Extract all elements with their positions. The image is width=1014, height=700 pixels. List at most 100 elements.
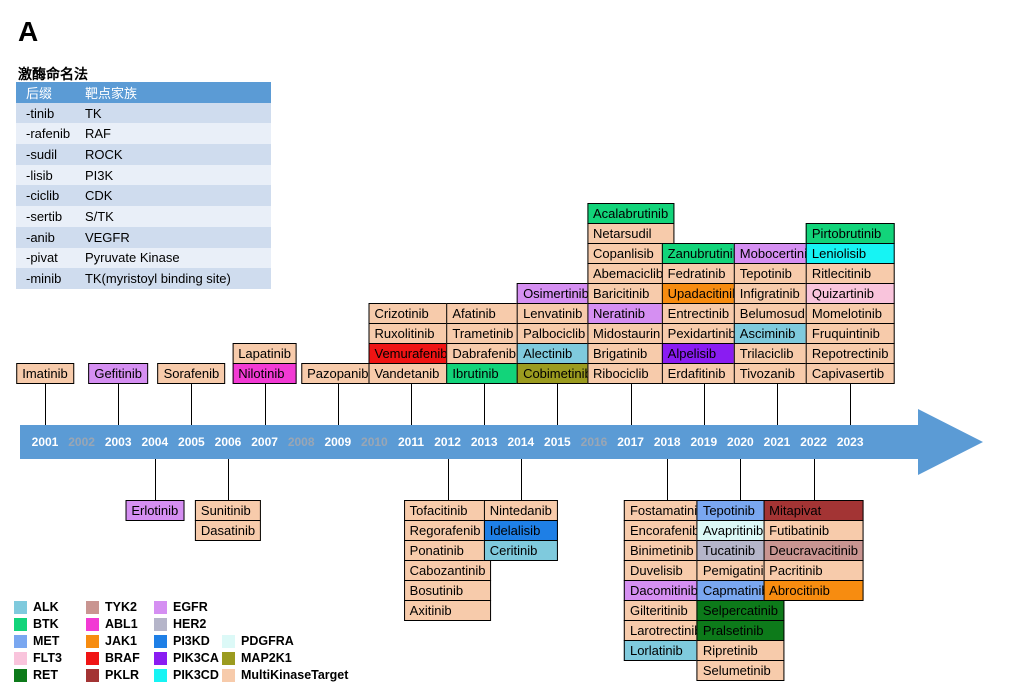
legend-swatch [86, 600, 99, 614]
drug-box: Lenvatinib [517, 303, 598, 324]
year-label: 2016 [580, 435, 608, 449]
drug-box: Tepotinib [696, 500, 784, 521]
header-suffix: 后缀 [16, 82, 85, 103]
drug-box: Idelalisib [483, 520, 558, 541]
drug-box: Mitapivat [763, 500, 865, 521]
legend-swatch [222, 668, 235, 682]
year-label: 2015 [544, 435, 571, 449]
drug-box: Crizotinib [368, 303, 454, 324]
legend-item: MET [14, 634, 59, 648]
connector-line [557, 384, 559, 425]
naming-table-title: 激酶命名法 [18, 67, 88, 83]
year-label: 2007 [251, 435, 278, 449]
drug-box: Ibrutinib [446, 363, 522, 384]
drug-box: Axitinib [403, 600, 492, 621]
legend-label: BTK [33, 617, 59, 631]
approval-stack-2001: Imatinib [16, 363, 74, 384]
drug-box: Selumetinib [696, 660, 784, 681]
drug-box: Ripretinib [696, 640, 784, 661]
legend-item: PI3KD [154, 634, 210, 648]
legend-label: PI3KD [173, 634, 210, 648]
year-label: 2013 [470, 435, 498, 449]
connector-line [703, 384, 705, 425]
legend-item: EGFR [154, 600, 208, 614]
legend-item: RET [14, 668, 58, 682]
drug-box: Acalabrutinib [587, 203, 675, 224]
naming-suffix-cell: -tinib [16, 102, 85, 124]
naming-target-family-cell: ROCK [84, 144, 271, 165]
legend-item: MultiKinaseTarget [222, 668, 348, 682]
legend-item: PDGFRA [222, 634, 294, 648]
drug-box: Osimertinib [517, 283, 598, 304]
legend-label: EGFR [173, 600, 208, 614]
drug-box: Imatinib [16, 363, 74, 384]
drug-box: Fostamatinib [623, 500, 711, 521]
legend-swatch [154, 668, 167, 682]
legend-swatch [14, 651, 27, 665]
drug-box: Selpercatinib [696, 600, 784, 621]
drug-box: Deucravacitinib [763, 540, 865, 561]
legend-label: ABL1 [105, 617, 138, 631]
drug-box: Nilotinib [232, 363, 297, 384]
drug-box: Futibatinib [763, 520, 865, 541]
drug-box: Mobocertinib [733, 243, 821, 264]
legend-label: BRAF [105, 651, 140, 665]
year-label: 2019 [690, 435, 718, 449]
year-label: 2002 [68, 435, 95, 449]
legend-label: RET [33, 668, 58, 682]
connector-line [118, 384, 120, 425]
drug-box: Sunitinib [194, 500, 262, 521]
header-target-family: 靶点家族 [84, 82, 271, 103]
year-label: 2009 [324, 435, 352, 449]
drug-box: Dacomitinib [623, 580, 711, 601]
drug-box: Upadacitinib [661, 283, 746, 304]
drug-box: Cabozantinib [403, 560, 492, 581]
legend-swatch [14, 600, 27, 614]
year-label: 2014 [507, 435, 535, 449]
year-label: 2004 [141, 435, 169, 449]
naming-target-family-cell: S/TK [84, 206, 271, 227]
legend-item: PKLR [86, 668, 139, 682]
legend-label: PKLR [105, 668, 140, 682]
drug-box: Palbociclib [517, 323, 598, 344]
legend-swatch [86, 668, 99, 682]
drug-box: Avapritinib [696, 520, 784, 541]
drug-box: Alectinib [517, 343, 598, 364]
legend-swatch [154, 600, 167, 614]
drug-box: Larotrectinib [623, 620, 711, 641]
connector-line [850, 384, 852, 425]
drug-box: Regorafenib [403, 520, 492, 541]
drug-box: Pirtobrutinib [805, 223, 895, 244]
drug-box: Abrocitinib [763, 580, 865, 601]
drug-box: Encorafenib [623, 520, 711, 541]
legend-item: ABL1 [86, 617, 138, 631]
drug-box: Ribociclib [587, 363, 675, 384]
drug-box: Gefitinib [88, 363, 149, 384]
drug-box: Fruquintinib [805, 323, 895, 344]
legend-label: PIK3CA [173, 651, 219, 665]
drug-box: Pralsetinib [696, 620, 784, 641]
drug-box: Pemigatinib [696, 560, 784, 581]
naming-suffix-cell: -lisib [16, 164, 85, 186]
naming-target-family-cell: VEGFR [84, 226, 271, 248]
legend-swatch [14, 668, 27, 682]
drug-box: Midostaurin [587, 323, 675, 344]
drug-box: Nintedanib [483, 500, 558, 521]
legend-item: MAP2K1 [222, 651, 292, 665]
drug-box: Bosutinib [403, 580, 492, 601]
year-label: 2023 [836, 435, 864, 449]
legend-item: FLT3 [14, 651, 62, 665]
drug-box: Infigratinib [733, 283, 821, 304]
